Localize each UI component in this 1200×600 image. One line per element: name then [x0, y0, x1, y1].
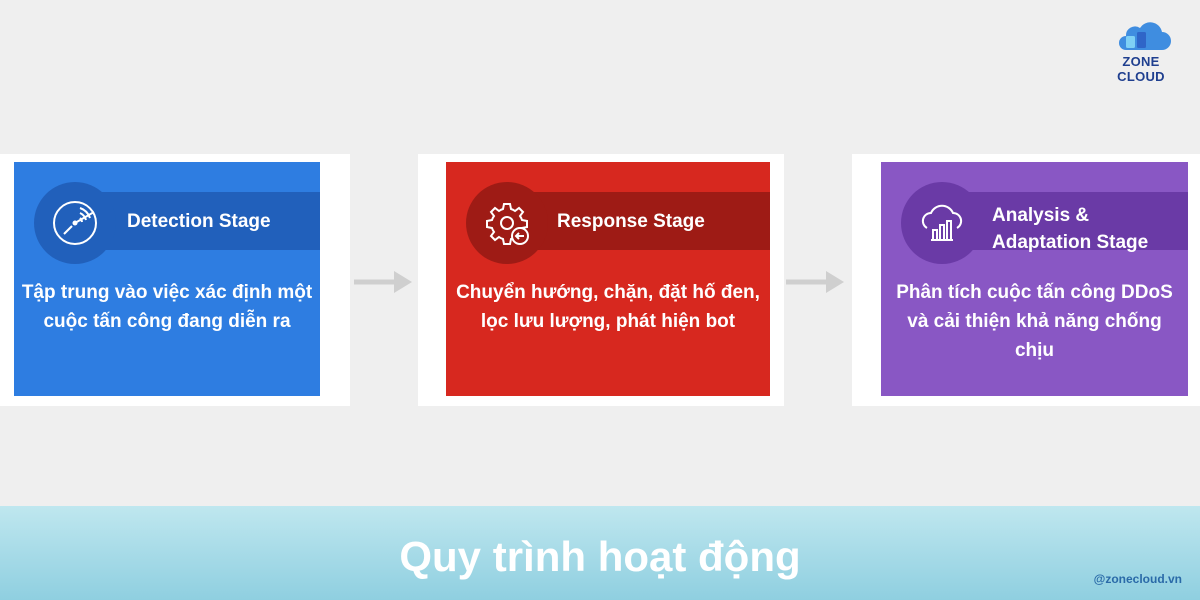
- zonecloud-logo: ZONE CLOUD: [1098, 22, 1184, 84]
- response-stage-title: Response Stage: [557, 211, 705, 232]
- analysis-stage-card: Analysis & Adaptation Stage Phân tích cu…: [852, 154, 1200, 406]
- detection-stage-title: Detection Stage: [127, 211, 271, 232]
- analysis-stage-description: Phân tích cuộc tấn công DDoS và cải thiệ…: [896, 282, 1173, 361]
- social-handle: @zonecloud.vn: [1093, 572, 1182, 586]
- detection-stage-card: Detection Stage Tập trung vào việc xác đ…: [0, 154, 350, 406]
- response-stage-description: Chuyển hướng, chặn, đặt hố đen, lọc lưu …: [456, 282, 760, 332]
- response-stage-card: Response Stage Chuyển hướng, chặn, đặt h…: [418, 154, 784, 406]
- analysis-stage-title-line1: Analysis &: [992, 205, 1090, 226]
- footer-banner: Quy trình hoạt động @zonecloud.vn: [0, 506, 1200, 600]
- detection-stage-description: Tập trung vào việc xác định một cuộc tấn…: [21, 282, 313, 332]
- cloud-chart-icon: [901, 182, 983, 264]
- gear-arrow-icon: [466, 182, 548, 264]
- logo-text: ZONE CLOUD: [1117, 54, 1165, 84]
- radar-icon: [34, 182, 116, 264]
- cloud-logo-icon: [1119, 22, 1171, 50]
- analysis-stage-title-line2: Adaptation Stage: [992, 232, 1149, 253]
- arrow-right-icon: [786, 271, 844, 293]
- page-title: Quy trình hoạt động: [399, 533, 801, 580]
- arrow-right-icon: [354, 271, 412, 293]
